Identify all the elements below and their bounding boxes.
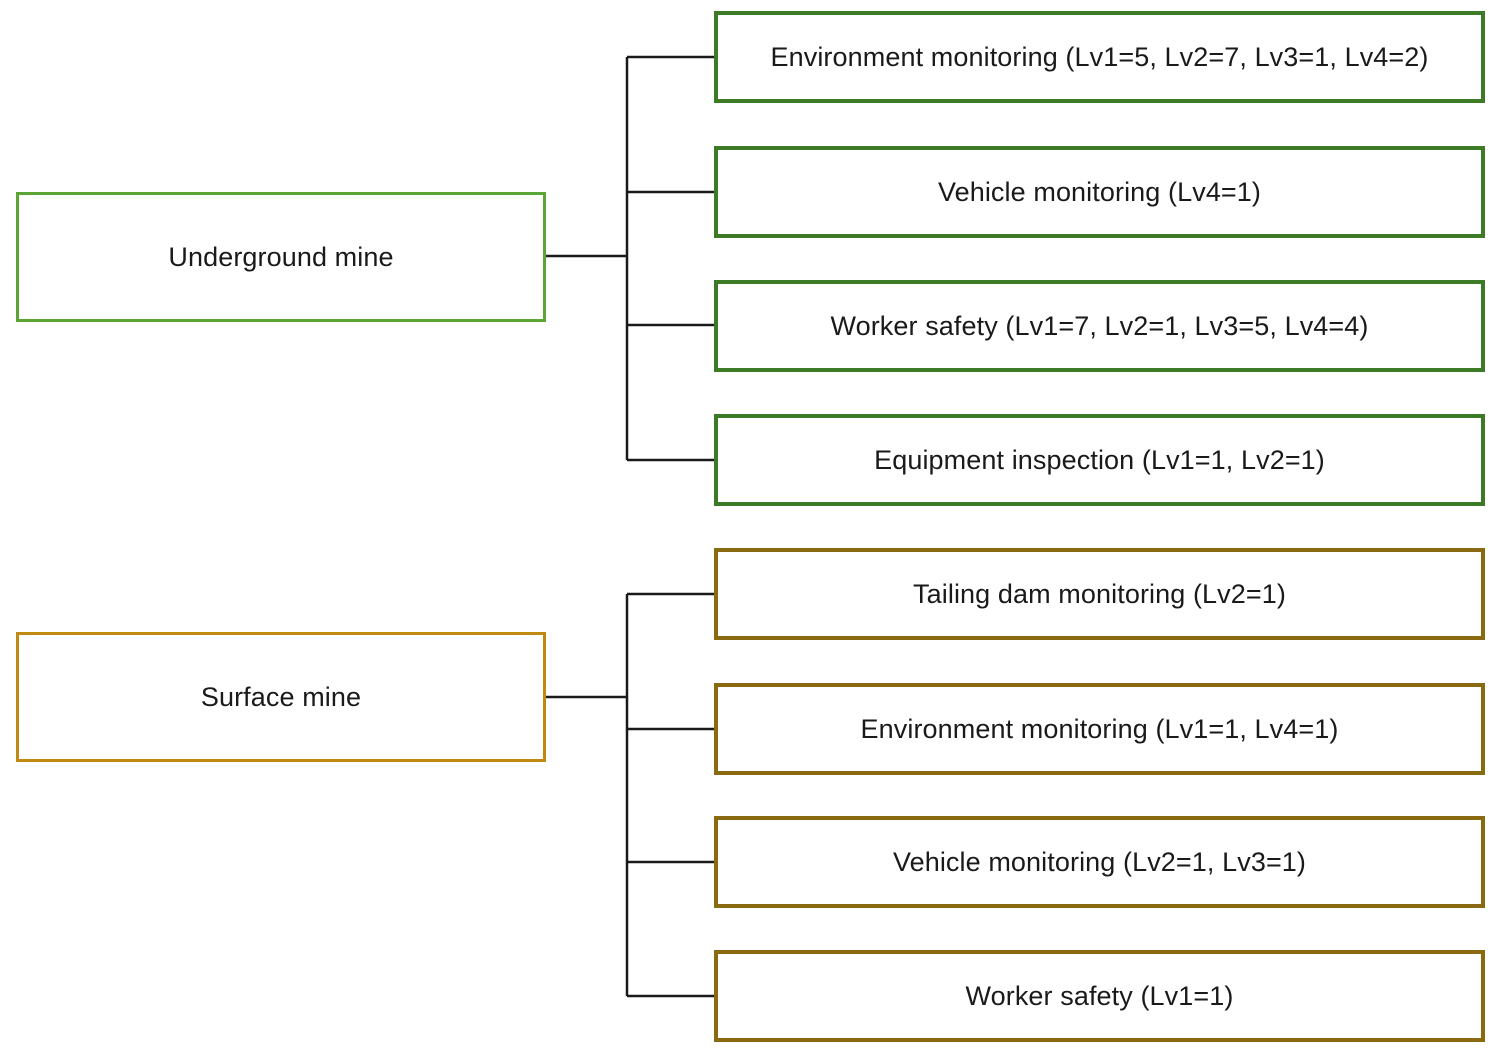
leaf-node-underground-vehicle-monitoring[interactable]: Vehicle monitoring (Lv4=1) bbox=[714, 146, 1485, 238]
connector-group-surface bbox=[546, 592, 714, 998]
leaf-node-surface-tailing-dam-monitoring[interactable]: Tailing dam monitoring (Lv2=1) bbox=[714, 548, 1485, 640]
connector-group-underground bbox=[546, 55, 714, 462]
leaf-node-label: Vehicle monitoring (Lv4=1) bbox=[937, 176, 1262, 207]
leaf-node-underground-environment-monitoring[interactable]: Environment monitoring (Lv1=5, Lv2=7, Lv… bbox=[714, 11, 1485, 103]
leaf-node-label: Tailing dam monitoring (Lv2=1) bbox=[913, 578, 1286, 609]
leaf-node-surface-vehicle-monitoring[interactable]: Vehicle monitoring (Lv2=1, Lv3=1) bbox=[714, 816, 1485, 908]
leaf-node-surface-worker-safety[interactable]: Worker safety (Lv1=1) bbox=[714, 950, 1485, 1042]
leaf-node-label: Vehicle monitoring (Lv2=1, Lv3=1) bbox=[892, 846, 1307, 877]
leaf-node-surface-environment-monitoring[interactable]: Environment monitoring (Lv1=1, Lv4=1) bbox=[714, 683, 1485, 775]
root-node-label: Underground mine bbox=[168, 241, 394, 272]
root-node-underground-mine[interactable]: Underground mine bbox=[16, 192, 546, 322]
root-node-label: Surface mine bbox=[200, 681, 362, 712]
leaf-node-label: Worker safety (Lv1=7, Lv2=1, Lv3=5, Lv4=… bbox=[830, 310, 1369, 341]
root-node-surface-mine[interactable]: Surface mine bbox=[16, 632, 546, 762]
leaf-node-label: Worker safety (Lv1=1) bbox=[965, 980, 1234, 1011]
leaf-node-label: Equipment inspection (Lv1=1, Lv2=1) bbox=[874, 444, 1325, 475]
leaf-node-underground-equipment-inspection[interactable]: Equipment inspection (Lv1=1, Lv2=1) bbox=[714, 414, 1485, 506]
leaf-node-label: Environment monitoring (Lv1=1, Lv4=1) bbox=[860, 713, 1339, 744]
leaf-node-underground-worker-safety[interactable]: Worker safety (Lv1=7, Lv2=1, Lv3=5, Lv4=… bbox=[714, 280, 1485, 372]
leaf-node-label: Environment monitoring (Lv1=5, Lv2=7, Lv… bbox=[770, 41, 1429, 72]
